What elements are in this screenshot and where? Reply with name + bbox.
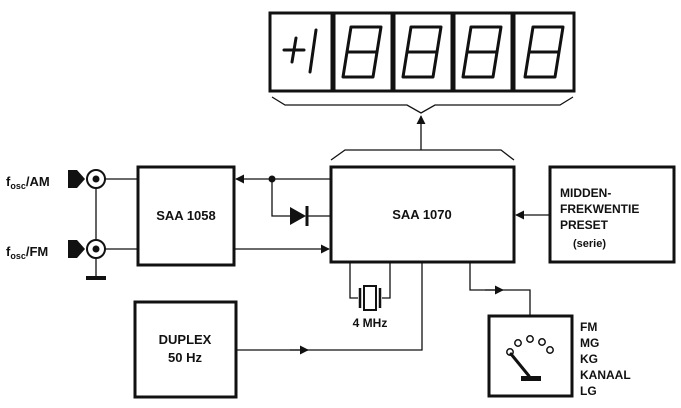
plus-one-glyph <box>282 28 318 74</box>
duplex-line <box>236 262 423 351</box>
switch-position-fm: FM <box>580 320 597 334</box>
switch-line <box>469 262 531 316</box>
switch-position-mg: MG <box>580 336 599 350</box>
seven-segment-display <box>268 11 576 93</box>
fm-input-label: fosc/FM <box>6 244 48 261</box>
display-bus-brace <box>271 96 574 114</box>
am-input-arrow <box>68 170 85 188</box>
saa1070-label: SAA 1070 <box>392 207 452 222</box>
switch-position-lg: LG <box>580 384 597 398</box>
crystal-label: 4 MHz <box>353 316 388 330</box>
duplex-label-line2: 50 Hz <box>168 350 202 365</box>
diode-icon <box>290 206 309 226</box>
fm-input: fosc/FM <box>6 239 106 261</box>
digit-eight-glyph <box>523 25 565 79</box>
crystal-icon <box>358 285 382 311</box>
saa1058-block <box>136 165 236 267</box>
am-input-label: fosc/AM <box>6 174 50 191</box>
digit-eight-glyph <box>461 25 503 79</box>
preset-label-line2: FREKWENTIE <box>560 202 639 216</box>
rotary-switch-icon <box>506 335 554 381</box>
am-input: fosc/AM <box>6 169 106 191</box>
ground-symbol <box>86 276 106 280</box>
saa1058-label: SAA 1058 <box>156 208 216 223</box>
switch-position-kg: KG <box>580 352 598 366</box>
switch-block <box>487 314 574 398</box>
preset-label-line1: MIDDEN- <box>560 186 611 200</box>
preset-note: (serie) <box>573 238 606 250</box>
digit-eight-glyph <box>341 25 383 79</box>
digit-eight-glyph <box>401 25 443 79</box>
controller-bus-brace <box>330 149 515 161</box>
duplex-label-line1: DUPLEX <box>159 332 212 347</box>
fm-input-arrow <box>68 240 85 258</box>
display-digit-1 <box>268 11 334 93</box>
preset-label-line3: PRESET <box>560 218 609 232</box>
switch-position-kanaal: KANAAL <box>580 368 631 382</box>
